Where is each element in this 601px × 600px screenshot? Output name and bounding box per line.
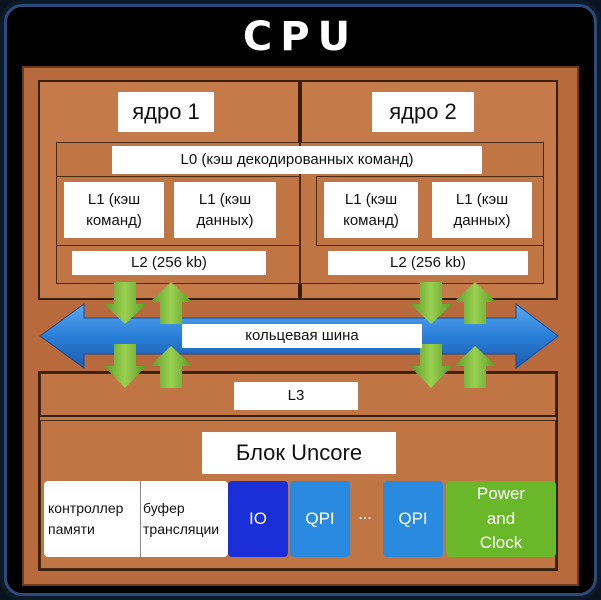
core-1-label: ядро 1	[118, 92, 214, 132]
core-1-up-arrow-upper	[150, 282, 192, 324]
core-1-l1-region	[56, 176, 300, 246]
ellipsis: ...	[350, 500, 380, 530]
core-2-label: ядро 2	[372, 92, 474, 132]
qpi-1-label: QPI	[305, 509, 335, 528]
core-1-down-arrow-upper	[104, 282, 146, 324]
core-1-l1-data-cache: L1 (кэш данных)	[174, 182, 276, 238]
ellipsis-label: ...	[358, 506, 372, 523]
uncore-label: Блок Uncore	[202, 432, 396, 474]
qpi-unit-2: QPI	[383, 481, 443, 557]
core-2-up-arrow-lower	[454, 346, 496, 388]
core-2-down-arrow-lower	[410, 344, 452, 388]
qpi-2-label: QPI	[398, 509, 428, 528]
translation-buffer-unit: буфер трансляции	[140, 481, 228, 557]
core-1-up-arrow-lower	[150, 346, 192, 388]
core-1-down-arrow-lower	[104, 344, 146, 388]
io-unit: IO	[228, 481, 288, 557]
qpi-unit-1: QPI	[290, 481, 350, 557]
io-label: IO	[249, 509, 267, 528]
ring-bus-label: кольцевая шина	[182, 324, 422, 348]
power-clock-unit: Power and Clock	[446, 481, 556, 557]
cpu-title: CPU	[242, 14, 359, 60]
core-2-up-arrow-upper	[454, 282, 496, 324]
core-2-l2-cache: L2 (256 kb)	[328, 251, 528, 275]
core-2-l1-data-cache: L1 (кэш данных)	[432, 182, 532, 238]
core-1-l2-cache: L2 (256 kb)	[72, 251, 266, 275]
core-2-l1-region	[316, 176, 544, 246]
l3-cache-label: L3	[234, 382, 358, 410]
core-1-l1-instruction-cache: L1 (кэш команд)	[64, 182, 164, 238]
core-2-l1-instruction-cache: L1 (кэш команд)	[324, 182, 418, 238]
l0-cache-label: L0 (кэш декодированных команд)	[112, 146, 482, 174]
memory-controller-label: контроллер памяти	[48, 500, 124, 537]
core-2-down-arrow-upper	[410, 282, 452, 324]
translation-buffer-label: буфер трансляции	[143, 500, 220, 537]
power-clock-label: Power and Clock	[476, 484, 526, 553]
memory-controller-unit: контроллер памяти	[44, 481, 140, 557]
